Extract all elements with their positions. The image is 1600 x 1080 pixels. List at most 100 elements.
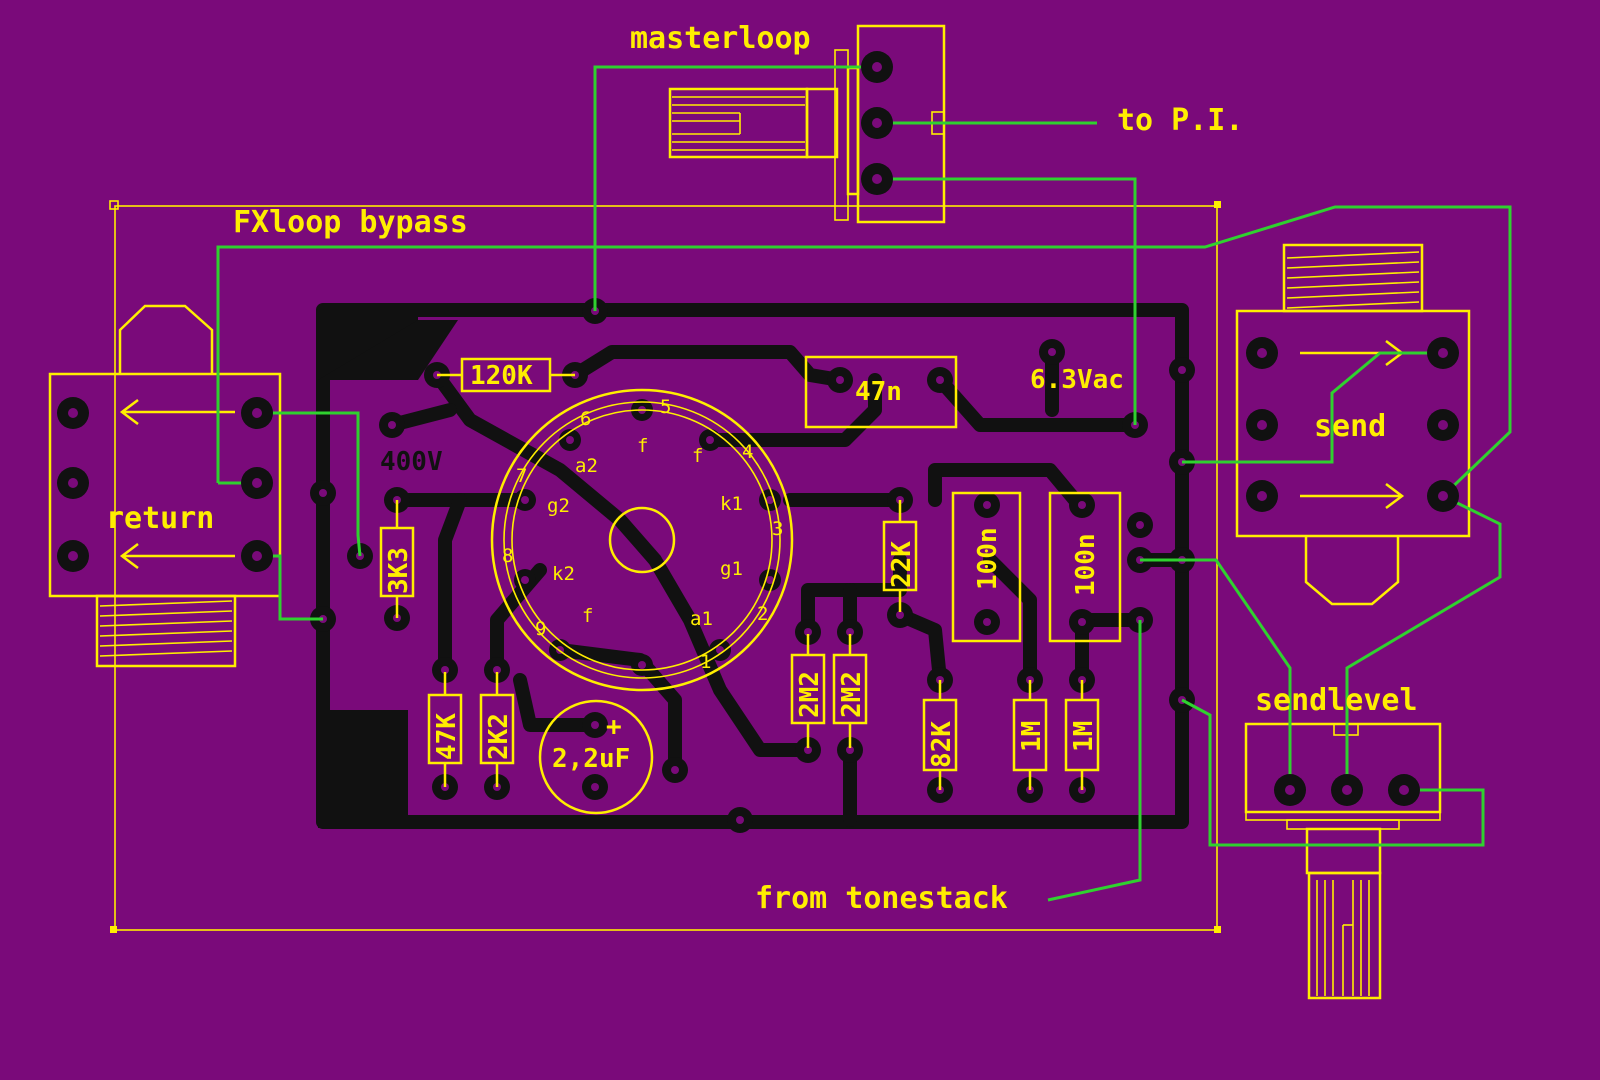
- resistor-2m2-b-label: 2M2: [837, 671, 867, 718]
- resistor-1m-a-label: 1M: [1017, 721, 1047, 752]
- jack-lugs-return: [57, 397, 273, 572]
- pad-drill-hole: [766, 576, 774, 584]
- tube-pin-f: f: [692, 445, 703, 467]
- resistor-22k-label: 22K: [887, 541, 917, 588]
- pad-drill-hole: [638, 661, 646, 669]
- pad-drill-hole: [1078, 501, 1086, 509]
- capacitor-polarity-plus: +: [606, 712, 622, 742]
- sendlevel-pot: [1244, 722, 1442, 1000]
- tube-pin-f: f: [582, 605, 593, 627]
- tube-pin-k2: k2: [552, 563, 575, 585]
- tube-pin-8: 8: [502, 545, 513, 567]
- capacitor-2u2-label: 2,2uF: [552, 744, 630, 774]
- tube-pin-g2: g2: [547, 495, 570, 517]
- resistor-22k: 22K: [882, 500, 918, 612]
- tube-pin-a1: a1: [690, 608, 713, 630]
- resistor-3k3: 3K3: [379, 500, 415, 618]
- pad-drill-hole: [846, 628, 854, 636]
- pad-layer: [57, 51, 1459, 806]
- board-corner-marker: [1214, 926, 1221, 933]
- pad-drill-hole: [521, 576, 529, 584]
- pad-drill-hole: [766, 496, 774, 504]
- return-jack: return: [48, 304, 282, 668]
- resistor-47k-label: 47K: [432, 713, 462, 760]
- capacitor-100n-a: 100n: [951, 491, 1022, 643]
- tube-pin-g1: g1: [720, 558, 743, 580]
- hv-label: 400V: [380, 447, 443, 477]
- pad-drill-hole: [983, 501, 991, 509]
- resistor-2m2-a: 2M2: [790, 634, 826, 748]
- resistor-120k-label: 120K: [470, 361, 533, 391]
- resistor-2m2-a-label: 2M2: [795, 671, 825, 718]
- tube-pin-f: f: [637, 435, 648, 457]
- pad-drill-hole: [846, 746, 854, 754]
- resistor-82k-label: 82K: [927, 721, 957, 768]
- resistor-120k: 120K: [437, 357, 575, 393]
- capacitor-100n-b-label: 100n: [1071, 533, 1101, 596]
- capacitor-47n-label: 47n: [855, 377, 902, 407]
- pad-drill-hole: [493, 666, 501, 674]
- arrow-left-icon: [119, 543, 235, 569]
- capacitor-100n-a-label: 100n: [973, 527, 1003, 590]
- pads: [310, 298, 1195, 833]
- wiring: [216, 65, 1512, 902]
- resistor-82k: 82K: [922, 680, 958, 790]
- masterloop-label: masterloop: [630, 21, 811, 56]
- from-tonestack-label: from tonestack: [755, 881, 1008, 916]
- tube-pin-4: 4: [742, 441, 753, 463]
- tube-pin-9: 9: [535, 618, 546, 640]
- pad-drill-hole: [1136, 521, 1144, 529]
- send-jack: send: [1235, 243, 1471, 606]
- capacitor-100n-b: 100n: [1048, 491, 1122, 643]
- pad-drill-hole: [591, 783, 599, 791]
- pad-drill-hole: [319, 489, 327, 497]
- resistor-2k2-label: 2K2: [484, 713, 514, 760]
- fxloop-bypass-label: FXloop bypass: [233, 205, 468, 240]
- tube-pin-2: 2: [757, 603, 768, 625]
- tube-pin-1: 1: [700, 651, 711, 673]
- capacitor-47n: 47n: [804, 355, 958, 429]
- pad-drill-hole: [836, 376, 844, 384]
- pad-drill-hole: [1178, 366, 1186, 374]
- arrow-left-icon: [119, 399, 235, 425]
- tube-pin-a2: a2: [575, 455, 598, 477]
- board-corner-marker: [109, 200, 119, 210]
- tube-pin-7: 7: [516, 465, 527, 487]
- tube-pin-3: 3: [772, 518, 783, 540]
- pad-drill-hole: [804, 628, 812, 636]
- resistor-1m-b: 1M: [1064, 680, 1100, 790]
- pad-drill-hole: [983, 618, 991, 626]
- resistor-3k3-label: 3K3: [384, 547, 414, 594]
- pad-drill-hole: [388, 421, 396, 429]
- heater-voltage-label: 6.3Vac: [1030, 365, 1124, 395]
- tube-socket: 1 2 3 4 5 6 7 8 9 a2 g2 k2 k1 g1 a1 f f …: [490, 388, 794, 692]
- masterloop-pot: [668, 24, 946, 224]
- pad-drill-hole: [896, 611, 904, 619]
- pot-lugs-masterloop: [861, 51, 893, 195]
- tube-pin-5: 5: [660, 396, 671, 418]
- jack-lugs-send: [1246, 337, 1459, 512]
- return-jack-label: return: [106, 501, 214, 536]
- board-corner-marker: [1214, 201, 1221, 208]
- pad-drill-hole: [936, 376, 944, 384]
- resistor-47k: 47K: [427, 672, 463, 787]
- tube-pin-6: 6: [580, 408, 591, 430]
- send-jack-label: send: [1314, 409, 1386, 444]
- pad-drill-hole: [521, 496, 529, 504]
- pad-drill-hole: [1048, 348, 1056, 356]
- resistor-1m-a: 1M: [1012, 680, 1048, 790]
- pad-drill-hole: [671, 766, 679, 774]
- capacitor-2u2-electrolytic: + 2,2uF: [538, 699, 654, 815]
- to-pi-label: to P.I.: [1117, 103, 1243, 138]
- pad-drill-hole: [736, 816, 744, 824]
- resistor-2m2-b: 2M2: [832, 634, 868, 748]
- arrow-right-icon: [1300, 483, 1405, 509]
- pad-drill-hole: [441, 666, 449, 674]
- pad-drill-hole: [804, 746, 812, 754]
- pad-drill-hole: [566, 436, 574, 444]
- board-corner-marker: [110, 926, 117, 933]
- pad-drill-hole: [706, 436, 714, 444]
- pad-drill-hole: [1078, 618, 1086, 626]
- sendlevel-label: sendlevel: [1255, 683, 1418, 718]
